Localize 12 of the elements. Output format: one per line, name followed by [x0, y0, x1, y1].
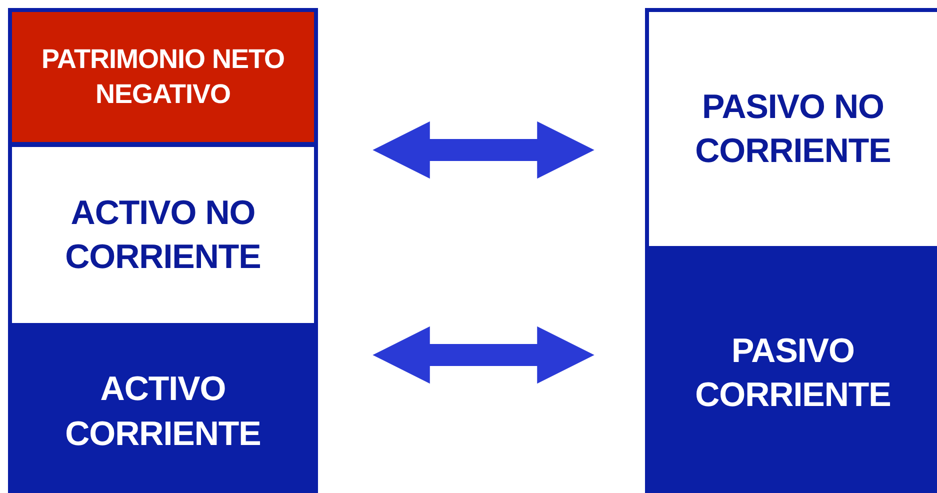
double-arrow: [372, 121, 594, 179]
double-arrow: [372, 326, 594, 384]
block-label: PATRIMONIO NETO NEGATIVO: [40, 42, 286, 111]
block-label: ACTIVO NO CORRIENTE: [64, 192, 262, 278]
balance-block: [8, 8, 318, 146]
block-label: PASIVO NO CORRIENTE: [694, 86, 892, 172]
block-label: ACTIVO CORRIENTE: [64, 369, 262, 454]
balance-block: [8, 143, 318, 327]
balance-block: [645, 8, 937, 250]
balance-block: [645, 247, 937, 493]
block-label: PASIVO CORRIENTE: [694, 330, 892, 416]
balance-block: [8, 324, 318, 493]
